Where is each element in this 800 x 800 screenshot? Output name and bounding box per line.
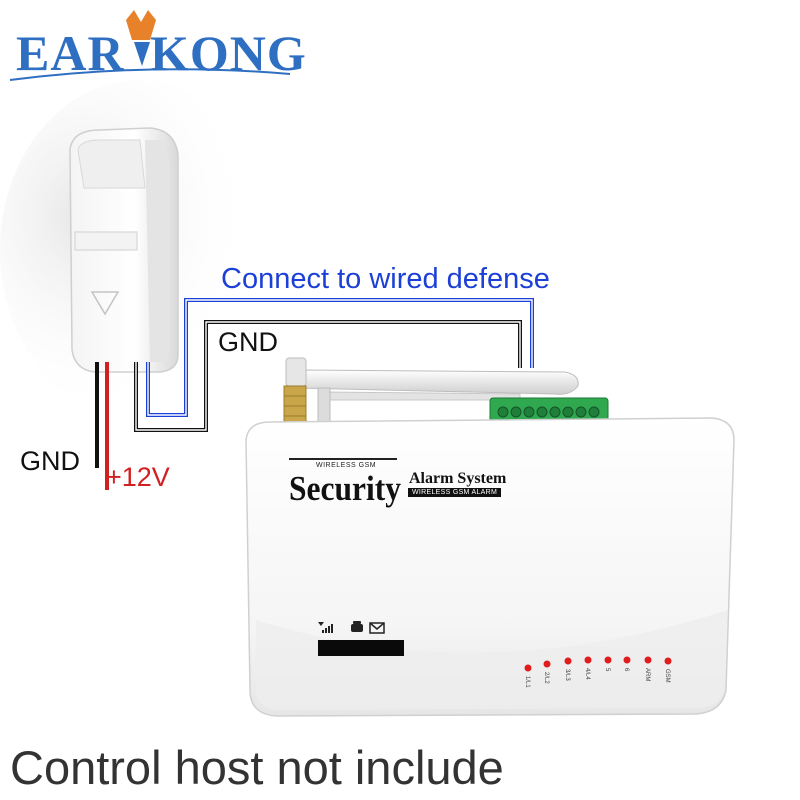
led-row — [524, 656, 672, 672]
gnd-left-label: GND — [20, 446, 80, 476]
gnd-top-label: GND — [218, 327, 278, 357]
phone-icon — [351, 621, 363, 632]
sensor-slot — [74, 231, 138, 251]
brand-text-right: KONG — [150, 25, 307, 81]
led-label: 3/L3 — [564, 669, 570, 681]
led-label: GSM — [664, 669, 670, 683]
logo-security: Security — [289, 469, 401, 508]
logo-wireless-gsm: WIRELESS GSM — [316, 462, 377, 469]
led-label: 2/L2 — [543, 672, 549, 684]
led-label: 4/L4 — [584, 668, 590, 680]
connect-label: Connect to wired defense — [221, 263, 550, 295]
brand-text-left: EAR — [16, 25, 125, 81]
led-label: 5 — [604, 668, 610, 672]
logo-alarm-system: Alarm System — [409, 470, 507, 487]
control-panel — [245, 417, 735, 717]
brand-mark — [126, 10, 156, 66]
panel-antennas — [283, 357, 579, 429]
caption: Control host not include — [10, 741, 504, 794]
led-label: 6 — [623, 668, 629, 672]
envelope-icon — [369, 622, 385, 634]
pir-sensor — [69, 127, 179, 373]
logo-badge: WIRELESS GSM ALARM — [408, 488, 502, 497]
brand-swoosh — [9, 68, 291, 81]
panel-display — [318, 640, 404, 656]
sensor-arrow-icon — [90, 291, 120, 316]
signal-icon — [318, 622, 333, 633]
led-label: 1/L1 — [524, 676, 530, 688]
led-label: ARM — [644, 668, 650, 682]
power-label: +12V — [106, 462, 170, 492]
